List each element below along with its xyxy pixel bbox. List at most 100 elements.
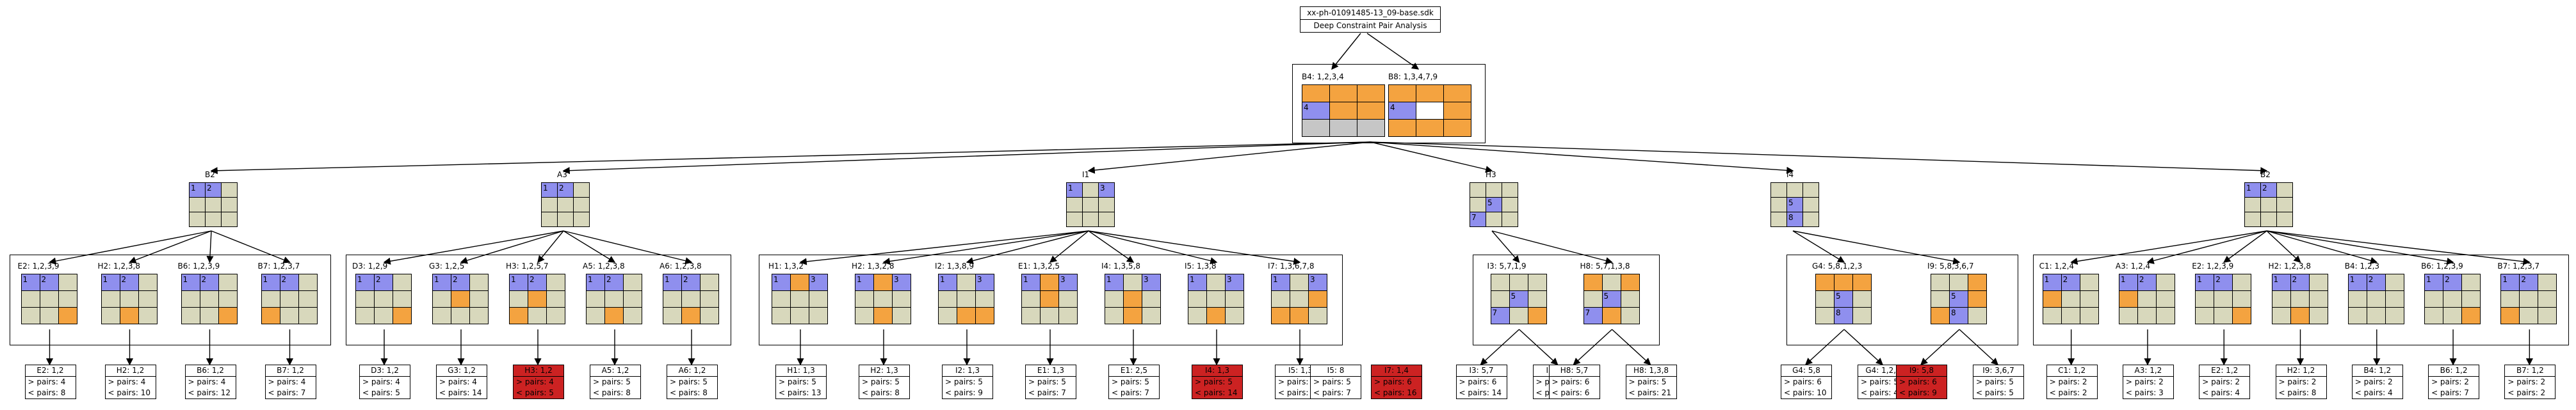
- pairs-greater: > pairs: 5: [862, 377, 900, 386]
- grid-cell: [1272, 308, 1290, 324]
- grid-cell: 1: [2425, 274, 2443, 290]
- grid-cell: [1416, 85, 1443, 102]
- grid-cell: 8: [1787, 212, 1802, 226]
- result-title: H2: 1,2: [105, 365, 156, 377]
- grid-cell: [1835, 274, 1852, 290]
- grid-cell: [2261, 212, 2276, 226]
- grid-cell: [40, 291, 58, 307]
- pairs-less: < pairs: 7: [268, 388, 306, 397]
- edge-mid-child: [1491, 230, 1520, 264]
- grid-cell: [1621, 274, 1639, 290]
- pairs-less: < pairs: 8: [862, 388, 900, 397]
- edge-mid-child: [1491, 230, 1613, 264]
- result-title: H8: 1,3,8: [1626, 365, 1676, 377]
- grid-cell: 1: [2272, 274, 2290, 290]
- grid-cell: 2: [280, 274, 298, 290]
- grid-cell: [58, 291, 77, 307]
- result-box: G4: 5,8> pairs: 6< pairs: 10: [1781, 365, 1832, 399]
- result-box: B7: 1,2> pairs: 4< pairs: 7: [264, 365, 316, 399]
- grid-cell: [1124, 274, 1142, 290]
- grid-cell: [2214, 308, 2233, 324]
- grid-cell: 1: [587, 274, 604, 290]
- grid-cell: [1290, 274, 1308, 290]
- edge-mid-child: [1049, 230, 1089, 263]
- grid-cell: [1787, 183, 1802, 197]
- grid-cell: [40, 308, 58, 324]
- grid-cell: [2245, 198, 2260, 212]
- result-title: A5: 1,2: [590, 365, 640, 377]
- grid-cell: [1444, 102, 1471, 119]
- grid-cell: [222, 183, 237, 197]
- edge-mid-child: [460, 230, 564, 264]
- result-title: E1: 1,3: [1026, 365, 1076, 377]
- pairs-less: < pairs: 3: [2125, 388, 2164, 397]
- grid-cell: [470, 291, 488, 307]
- result-box: I5: 8> pairs: 5< pairs: 7: [1310, 365, 1361, 399]
- grid-cell: [2520, 291, 2538, 307]
- grid-cell: [451, 308, 469, 324]
- grid-cell: 1: [1105, 274, 1123, 290]
- edge-top-mid: [1370, 141, 2268, 175]
- grid-cell: [547, 308, 565, 324]
- grid-cell: [2443, 308, 2462, 324]
- grid-cell: [2156, 291, 2175, 307]
- grid-cell: [1099, 198, 1114, 212]
- child-group: [1473, 255, 1660, 345]
- grid-cell: [1771, 212, 1786, 226]
- edge-child-leaf: [1959, 329, 1999, 365]
- grid-cell: [1083, 198, 1098, 212]
- grid-cell: [261, 291, 280, 307]
- pairs-greater: > pairs: 2: [2125, 377, 2164, 386]
- child-node-label: B6: 1,2,3,9: [177, 262, 220, 271]
- grid-cell: [1968, 274, 1986, 290]
- grid-cell: [120, 308, 138, 324]
- grid-cell: 7: [1491, 308, 1509, 324]
- pairs-greater: > pairs: 4: [268, 377, 306, 386]
- grid-cell: [2061, 308, 2080, 324]
- pairs-less: < pairs: 13: [779, 388, 822, 397]
- grid-cell: [1602, 274, 1621, 290]
- pairs-greater: > pairs: 4: [28, 377, 66, 386]
- result-title: G4: 5,8: [1781, 365, 1831, 377]
- grid-cell: [1067, 212, 1082, 226]
- grid-cell: [1968, 291, 1986, 307]
- pairs-less: < pairs: 8: [1278, 388, 1316, 397]
- grid-cell: [1357, 120, 1384, 136]
- grid-cell: [222, 212, 237, 226]
- grid-cell: [2462, 291, 2481, 307]
- grid-cell: [791, 291, 809, 307]
- grid-cell: [663, 291, 681, 307]
- child-node-label: C1: 1,2,4: [2039, 262, 2075, 271]
- grid-cell: [510, 308, 528, 324]
- edge-mid-child: [1088, 230, 1301, 265]
- grid-cell: [1771, 183, 1786, 197]
- result-title: I9: 5,8: [1897, 365, 1947, 377]
- grid-cell: [2367, 291, 2385, 307]
- grid-cell: [957, 274, 975, 290]
- grid-cell: [1621, 308, 1639, 324]
- grid-cell: [1771, 198, 1786, 212]
- grid-cell: [1272, 291, 1290, 307]
- grid-cell: [2233, 274, 2251, 290]
- grid-cell: 1: [21, 274, 40, 290]
- grid-cell: [470, 308, 488, 324]
- grid-cell: [1022, 291, 1040, 307]
- result-box: B6: 1,2> pairs: 4< pairs: 12: [184, 365, 236, 399]
- pairs-greater: > pairs: 5: [1028, 377, 1066, 386]
- grid-cell: [1491, 291, 1509, 307]
- edge-mid-child: [1792, 230, 1845, 263]
- grid-cell: [1803, 198, 1819, 212]
- grid-cell: [957, 308, 975, 324]
- result-title: H1: 1,3: [776, 365, 826, 377]
- result-box: G3: 1,2> pairs: 4< pairs: 14: [436, 365, 487, 399]
- edge-mid-child: [129, 230, 212, 264]
- result-box: D3: 1,2> pairs: 4< pairs: 5: [359, 365, 410, 399]
- grid-cell: 2: [2261, 183, 2276, 197]
